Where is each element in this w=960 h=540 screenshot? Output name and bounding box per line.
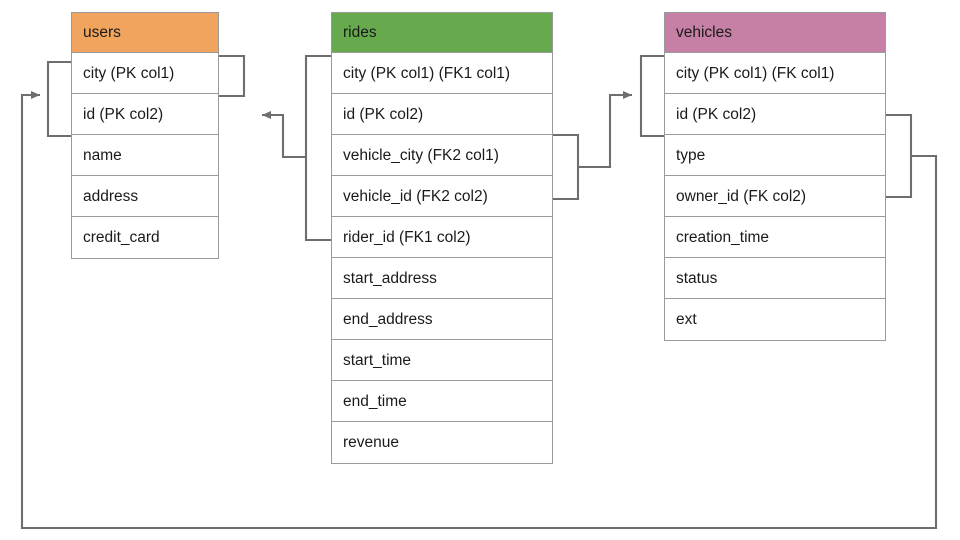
entity-users-field-city[interactable]: city (PK col1) xyxy=(72,53,218,94)
edge-fk-vehicles-bracket xyxy=(886,113,913,199)
entity-rides[interactable]: rides city (PK col1) (FK1 col1) id (PK c… xyxy=(331,12,553,464)
entity-rides-field-vehicle-city[interactable]: vehicle_city (FK2 col1) xyxy=(332,135,552,176)
entity-users-field-name[interactable]: name xyxy=(72,135,218,176)
entity-rides-field-rider-id[interactable]: rider_id (FK1 col2) xyxy=(332,217,552,258)
entity-vehicles-field-creation-time[interactable]: creation_time xyxy=(665,217,885,258)
entity-rides-field-revenue[interactable]: revenue xyxy=(343,434,400,451)
entity-users-title: users xyxy=(72,13,218,53)
entity-vehicles-field-id[interactable]: id (PK col2) xyxy=(665,94,885,135)
entity-vehicles-field-city[interactable]: city (PK col1) (FK col1) xyxy=(665,53,885,94)
entity-rides-field-end-time[interactable]: end_time xyxy=(332,381,552,422)
entity-users-field-id[interactable]: id (PK col2) xyxy=(72,94,218,135)
edge-fk2-rides-bracket xyxy=(553,133,580,201)
entity-vehicles-field-status[interactable]: status xyxy=(665,258,885,299)
edge-fk2-connector xyxy=(578,91,632,169)
entity-vehicles[interactable]: vehicles city (PK col1) (FK col1) id (PK… xyxy=(664,12,886,341)
entity-vehicles-title: vehicles xyxy=(665,13,885,53)
edge-fk2-vehicles-bracket xyxy=(639,54,664,138)
entity-vehicles-field-type[interactable]: type xyxy=(665,135,885,176)
entity-users-field-credit-card[interactable]: credit_card xyxy=(83,229,160,246)
entity-rides-field-end-address[interactable]: end_address xyxy=(332,299,552,340)
edge-fk1-connector xyxy=(262,111,306,159)
entity-rides-field-vehicle-id[interactable]: vehicle_id (FK2 col2) xyxy=(332,176,552,217)
entity-users[interactable]: users city (PK col1) id (PK col2) name a… xyxy=(71,12,219,259)
entity-users-field-address[interactable]: address xyxy=(72,176,218,217)
entity-rides-field-city[interactable]: city (PK col1) (FK1 col1) xyxy=(332,53,552,94)
edge-fk1-users-bracket xyxy=(219,54,246,98)
edge-fk-users-bracket xyxy=(46,60,71,138)
entity-rides-field-start-address[interactable]: start_address xyxy=(332,258,552,299)
entity-rides-title: rides xyxy=(332,13,552,53)
entity-rides-field-id[interactable]: id (PK col2) xyxy=(332,94,552,135)
entity-vehicles-field-owner-id[interactable]: owner_id (FK col2) xyxy=(665,176,885,217)
edge-fk1-rides-bracket xyxy=(304,54,331,242)
entity-vehicles-field-ext[interactable]: ext xyxy=(676,311,697,328)
edge-fk-wrap-connector xyxy=(20,91,938,530)
entity-rides-field-start-time[interactable]: start_time xyxy=(332,340,552,381)
